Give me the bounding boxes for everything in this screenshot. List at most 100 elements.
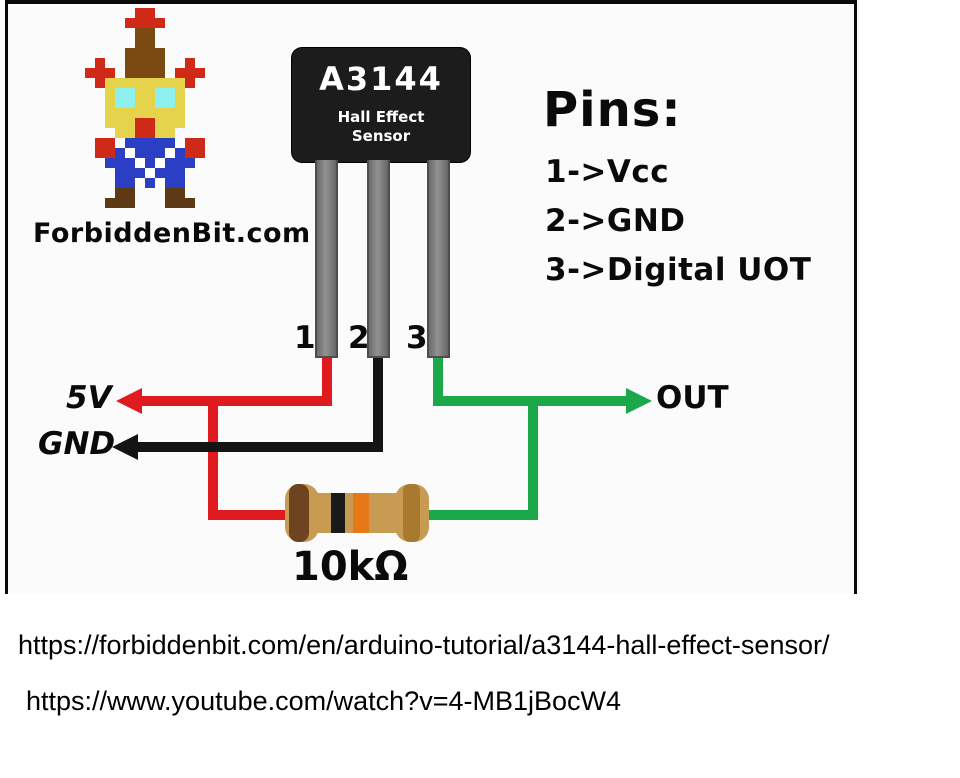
pin-legend-out: 3->Digital UOT	[545, 252, 812, 288]
sensor-body: A3144 Hall Effect Sensor	[292, 48, 470, 162]
mascot-pixel	[175, 178, 185, 188]
mascot-pixel	[145, 108, 155, 118]
mascot-pixel	[125, 48, 135, 58]
mascot-pixel	[165, 148, 175, 158]
wire-red-to-resistor	[208, 510, 300, 520]
mascot-pixel	[125, 138, 135, 148]
mascot-pixel	[175, 168, 185, 178]
mascot-pixel	[145, 58, 155, 68]
mascot-pixel	[125, 168, 135, 178]
mascot-pixel	[185, 58, 195, 68]
mascot-pixel	[125, 198, 135, 208]
wire-red-pin1-vertical	[322, 348, 332, 406]
mascot-pixel	[135, 128, 145, 138]
mascot-pixel	[115, 108, 125, 118]
mascot-pixel	[115, 88, 125, 98]
mascot-pixel	[115, 148, 125, 158]
mascot-pixel	[155, 18, 165, 28]
mascot-pixel	[135, 158, 145, 168]
mascot-pixel	[155, 108, 165, 118]
mascot-pixel	[185, 78, 195, 88]
mascot-pixel	[95, 78, 105, 88]
mascot-pixel	[115, 168, 125, 178]
mascot-pixel	[175, 108, 185, 118]
mascot-pixel	[145, 68, 155, 78]
mascot-pixel	[175, 68, 185, 78]
mascot-pixel	[135, 28, 145, 38]
mascot-pixel	[135, 88, 145, 98]
mascot-pixel	[135, 18, 145, 28]
mascot-pixel	[155, 68, 165, 78]
mascot-pixel	[145, 138, 155, 148]
wire-red-to-5v	[140, 396, 332, 406]
mascot-pixel	[115, 178, 125, 188]
mascot-pixel	[165, 138, 175, 148]
mascot-pixel	[145, 18, 155, 28]
mascot-pixel	[135, 8, 145, 18]
mascot-pixel	[175, 78, 185, 88]
mascot-pixel	[145, 8, 155, 18]
mascot-pixel	[155, 58, 165, 68]
mascot-pixel	[135, 148, 145, 158]
arrow-out-icon	[626, 388, 652, 414]
mascot-pixel	[145, 128, 155, 138]
mascot-pixel	[145, 158, 155, 168]
label-out: OUT	[656, 380, 729, 416]
mascot-pixel	[195, 148, 205, 158]
mascot-pixel	[165, 168, 175, 178]
mascot-pixel	[145, 38, 155, 48]
mascot-pixel	[105, 118, 115, 128]
sensor-type-line2: Sensor	[351, 126, 411, 145]
mascot-pixel	[125, 118, 135, 128]
mascot-pixel	[105, 78, 115, 88]
mascot-pixel	[195, 138, 205, 148]
pin-number-1: 1	[294, 320, 316, 356]
label-gnd: GND	[38, 426, 116, 462]
mascot-pixel	[185, 198, 195, 208]
mascot-pixel	[155, 88, 165, 98]
wiring-diagram-canvas: ForbiddenBit.com A3144 Hall Effect Senso…	[5, 0, 857, 594]
mascot-pixel	[175, 158, 185, 168]
mascot-pixel	[145, 28, 155, 38]
mascot-pixel	[125, 158, 135, 168]
mascot-pixel	[115, 188, 125, 198]
resistor-value-label: 10kΩ	[292, 544, 409, 590]
mascot-pixel	[135, 38, 145, 48]
mascot-pixel	[165, 198, 175, 208]
mascot-pixel	[125, 128, 135, 138]
arrow-5v-icon	[116, 388, 142, 414]
sensor-pin-1	[315, 160, 338, 358]
mascot-pixel	[115, 128, 125, 138]
mascot-pixel	[95, 148, 105, 158]
mascot-pixel	[175, 188, 185, 198]
pin-legend-gnd: 2->GND	[545, 203, 686, 239]
mascot-pixel	[125, 68, 135, 78]
forbiddenbit-mascot-pixel-art	[85, 8, 215, 208]
wire-green-drop-to-resistor	[528, 396, 538, 520]
mascot-pixel	[145, 178, 155, 188]
mascot-pixel	[175, 118, 185, 128]
mascot-pixel	[175, 148, 185, 158]
mascot-pixel	[175, 88, 185, 98]
mascot-pixel	[115, 118, 125, 128]
sensor-pin-2	[367, 160, 390, 358]
mascot-pixel	[155, 148, 165, 158]
mascot-pixel	[165, 178, 175, 188]
mascot-pixel	[95, 138, 105, 148]
mascot-pixel	[145, 168, 155, 178]
mascot-pixel	[145, 148, 155, 158]
mascot-pixel	[95, 68, 105, 78]
mascot-pixel	[135, 98, 145, 108]
mascot-pixel	[175, 98, 185, 108]
mascot-pixel	[125, 88, 135, 98]
sensor-type-line1: Hall Effect	[337, 108, 425, 126]
wire-black-pin2-vertical	[373, 348, 383, 452]
mascot-pixel	[155, 178, 165, 188]
pins-legend-title: Pins:	[543, 82, 682, 138]
mascot-pixel	[125, 108, 135, 118]
mascot-pixel	[125, 98, 135, 108]
mascot-pixel	[145, 78, 155, 88]
mascot-pixel	[105, 68, 115, 78]
resistor-band-orange	[353, 493, 369, 533]
